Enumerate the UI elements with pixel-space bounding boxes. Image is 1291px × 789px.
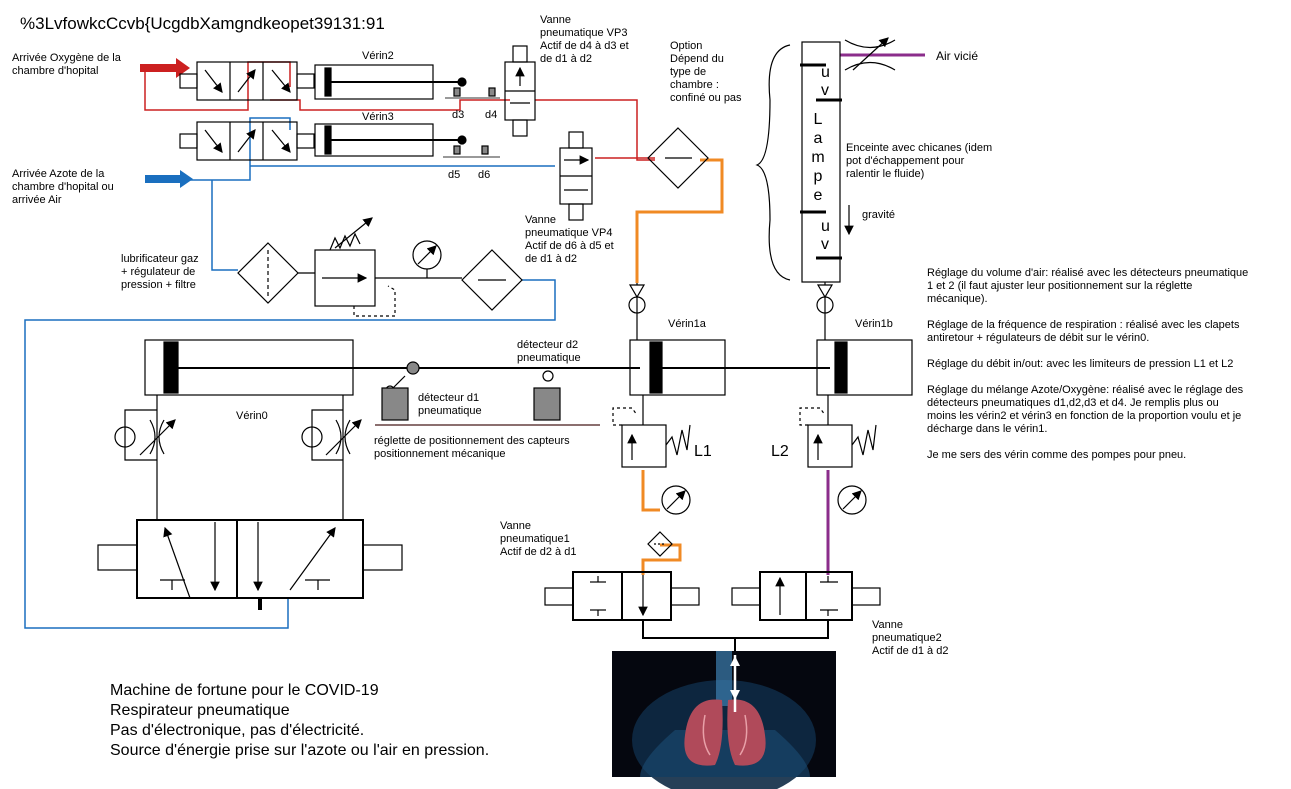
cylinder-v3	[314, 123, 500, 158]
valve-v1	[544, 571, 700, 621]
note-mix: Réglage du mélange Azote/Oxygène: réalis…	[927, 384, 1244, 435]
nitrogen-input-label: Arrivée Azote de la chambre d'hopital ou…	[12, 168, 114, 206]
caption-line: Pas d'électronique, pas d'électricité.	[110, 722, 365, 739]
oxygen-input-label: Arrivée Oxygène de la chambre d'hopital	[12, 52, 121, 77]
cylinder-v3-label: Vérin3	[362, 111, 394, 123]
note-pumps: Je me sers des vérin comme des pompes po…	[927, 449, 1187, 461]
cylinder-v2-label: Vérin2	[362, 50, 394, 62]
air-exit-label: Air vicié	[936, 49, 979, 63]
lamp-letter: e	[813, 187, 823, 204]
gravity-label: gravité	[862, 209, 896, 221]
lamp-letter: m	[811, 149, 825, 166]
cylinder-v0	[114, 339, 640, 520]
gauges	[647, 485, 867, 557]
lamp-letter: L	[813, 111, 823, 128]
air-exit-restrictor	[844, 37, 896, 71]
limiter-l2-label: L2	[771, 443, 789, 460]
sensor-d4-label: d4	[485, 109, 498, 121]
oxygen-arrow	[140, 58, 190, 78]
uv-top-u: u	[821, 64, 830, 81]
nitrogen-distributor	[179, 121, 315, 161]
valve-vp4	[559, 131, 593, 221]
lungs-image	[612, 651, 836, 789]
cylinder-v1b-label: Vérin1b	[855, 318, 893, 330]
valve-vp3-label: Vanne pneumatique VP3 Actif de d4 à d3 e…	[540, 14, 629, 65]
orange-lines	[635, 158, 724, 575]
uv-top-v: v	[821, 82, 829, 99]
caption-line: Machine de fortune pour le COVID-19	[110, 682, 379, 699]
limiter-l1-label: L1	[694, 443, 712, 460]
caption-line: Source d'énergie prise sur l'azote ou l'…	[110, 742, 490, 759]
cylinder-v1a	[628, 283, 830, 396]
uv-bottom-u: u	[821, 218, 830, 235]
lubricator-label: lubrificateur gaz + régulateur de pressi…	[121, 253, 199, 291]
note-volume: Réglage du volume d'air: réalisé avec le…	[927, 267, 1249, 305]
purple-lines	[826, 53, 925, 575]
page-title: %3LvfowkcCcvb{UcgdbXamgndkeopet39131:91	[20, 14, 385, 33]
note-flow: Réglage du débit in/out: avec les limite…	[927, 358, 1234, 370]
notes-block: Réglage du volume d'air: réalisé avec le…	[927, 267, 1287, 462]
valve-vp4-label: Vanne pneumatique VP4 Actif de d6 à d5 e…	[525, 214, 614, 265]
lamp-letters: L a m p e	[808, 110, 828, 205]
lamp-letter: p	[813, 168, 823, 185]
uv-lamp-enclosure	[755, 41, 842, 283]
filter-option	[647, 127, 709, 189]
main-distributor	[97, 519, 403, 610]
sensor-d5-label: d5	[448, 169, 461, 181]
uv-bottom-v: v	[821, 236, 829, 253]
valve-v2-label: Vanne pneumatique2 Actif de d1 à d2	[872, 619, 949, 657]
sensor-d3-label: d3	[452, 109, 465, 121]
caption-block: Machine de fortune pour le COVID-19 Resp…	[110, 681, 489, 761]
detector-d1-label: détecteur d1 pneumatique	[418, 392, 482, 417]
valve-v1-label: Vanne pneumatique1 Actif de d2 à d1	[500, 520, 577, 558]
lamp-letter: a	[813, 130, 823, 147]
cylinder-v1b	[816, 282, 913, 396]
note-frequency: Réglage de la fréquence de respiration :…	[927, 319, 1240, 344]
cylinder-v1a-label: Vérin1a	[668, 318, 706, 330]
cylinder-v2	[314, 64, 500, 100]
valve-v2	[731, 571, 881, 621]
detector-d2-label: détecteur d2 pneumatique	[517, 339, 581, 364]
reglette-label: réglette de positionnement des capteurs …	[374, 435, 570, 460]
enclosure-label: Enceinte avec chicanes (idem pot d'échap…	[846, 142, 993, 180]
oxygen-distributor	[179, 61, 315, 101]
oxygen-lines	[144, 61, 655, 161]
nitrogen-arrow	[145, 170, 193, 188]
cylinder-v0-label: Vérin0	[236, 410, 268, 422]
caption-line: Respirateur pneumatique	[110, 702, 290, 719]
valve-vp3	[504, 45, 536, 137]
option-label: Option Dépend du type de chambre : confi…	[670, 40, 742, 104]
patient-lines	[642, 620, 829, 655]
sensor-d6-label: d6	[478, 169, 491, 181]
limiter-l2	[799, 395, 877, 468]
limiter-l1	[612, 395, 691, 468]
lubricator-unit	[237, 217, 523, 317]
